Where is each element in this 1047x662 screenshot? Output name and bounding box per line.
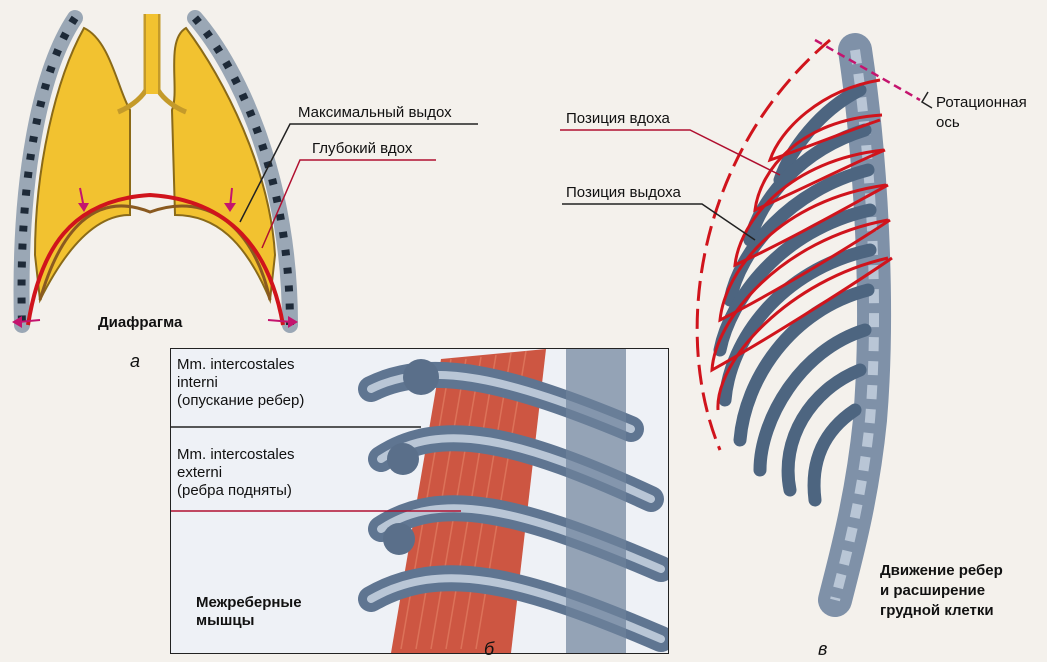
leader-inhale-position bbox=[560, 130, 780, 175]
label-rotation-axis-2: ось bbox=[936, 114, 960, 132]
inhale-outline-dashed bbox=[697, 40, 830, 450]
label-ribcage-caption-2: и расширение bbox=[880, 582, 985, 600]
panel-c-letter: в bbox=[818, 640, 827, 658]
leader-exhale-position bbox=[562, 204, 755, 240]
rotation-axis-arrow bbox=[922, 92, 932, 108]
label-inhale-position: Позиция вдоха bbox=[566, 110, 670, 128]
label-exhale-position: Позиция выдоха bbox=[566, 184, 681, 202]
label-ribcage-caption-3: грудной клетки bbox=[880, 602, 994, 620]
label-rotation-axis-1: Ротационная bbox=[936, 94, 1027, 112]
label-ribcage-caption-1: Движение ребер bbox=[880, 562, 1003, 580]
